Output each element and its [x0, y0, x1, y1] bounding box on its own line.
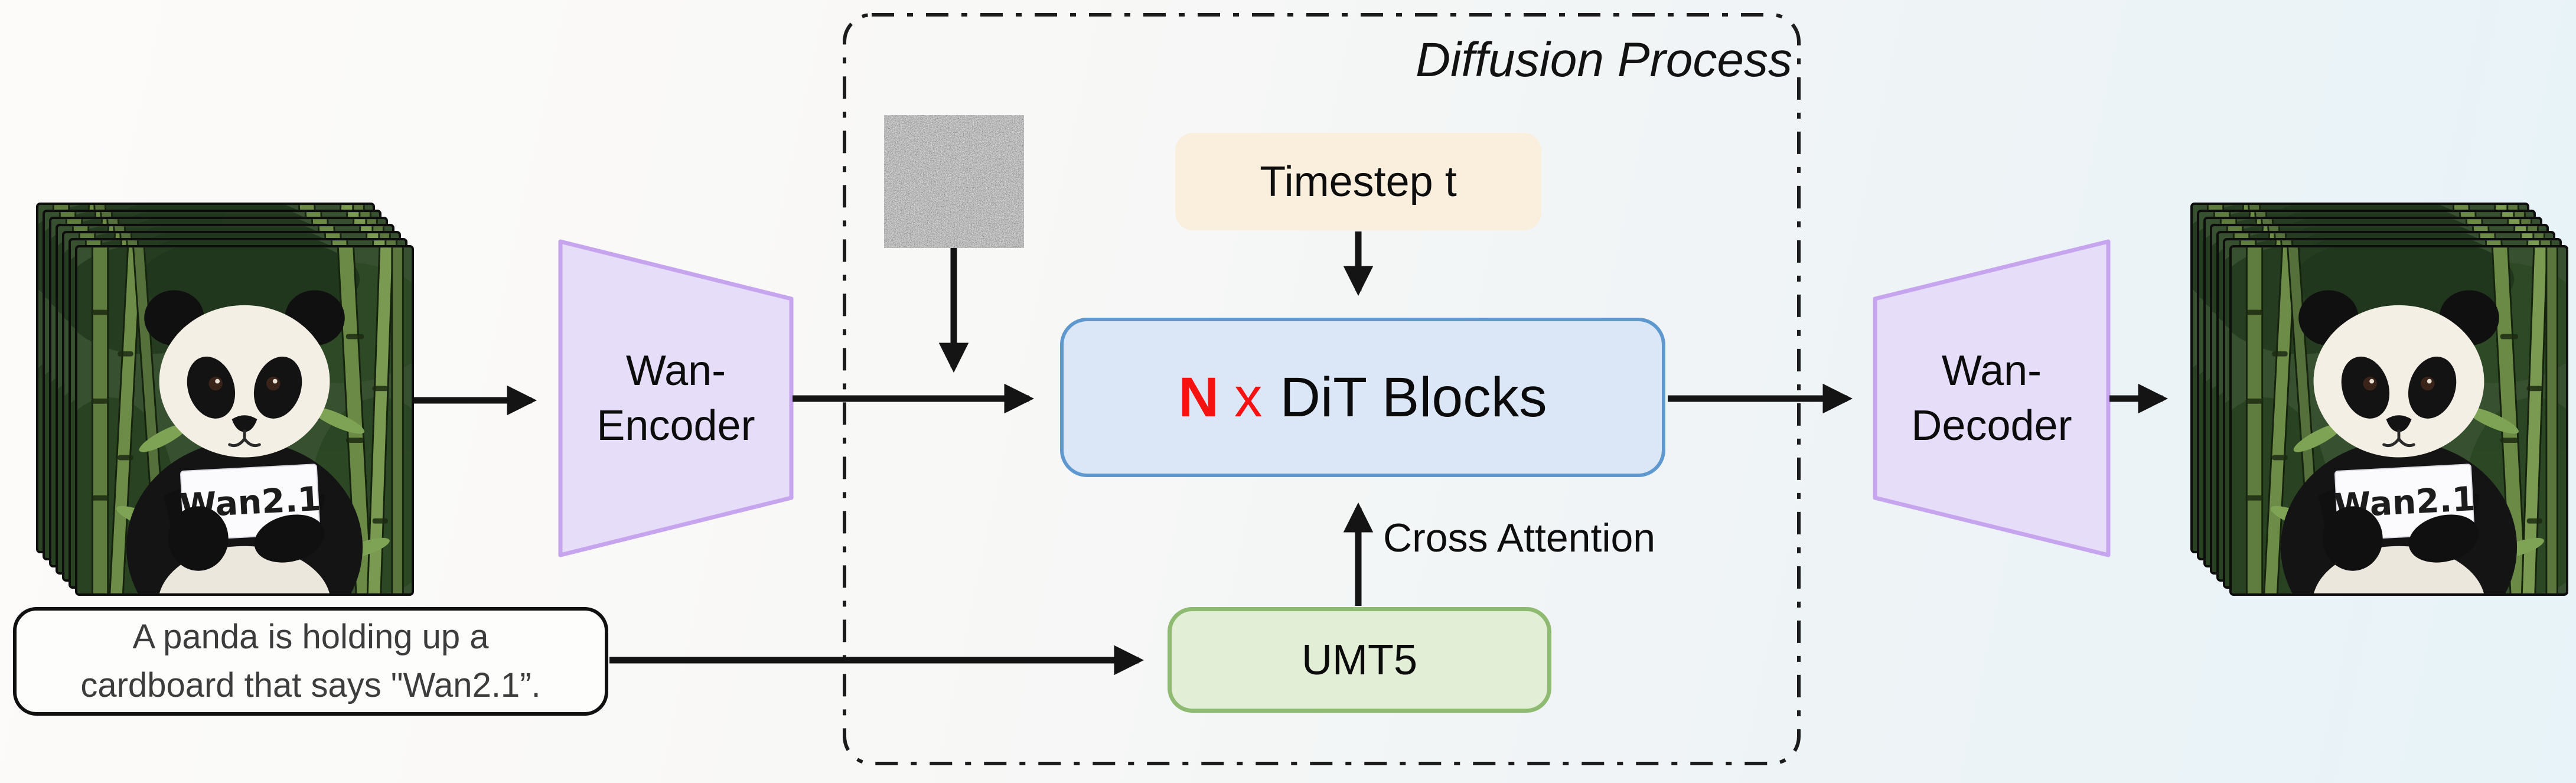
prompt-line-1: A panda is holding up a — [132, 617, 489, 656]
diffusion-process-region — [843, 13, 1801, 765]
timestep-node: Timestep t — [1175, 133, 1541, 230]
cross-attention-label: Cross Attention — [1383, 516, 1656, 560]
prompt-line-2: cardboard that says "Wan2.1”. — [80, 666, 541, 704]
timestep-label: Timestep t — [1260, 158, 1457, 205]
wan-decoder-label-line1: Wan- — [1941, 347, 2042, 395]
dit-blocks-node: N x DiT Blocks — [1060, 318, 1665, 477]
output-video-frames-stack — [2190, 203, 2576, 599]
dit-count: N — [1178, 366, 1219, 429]
wan-encoder-node: Wan- Encoder — [560, 242, 791, 555]
wan-encoder-label-line2: Encoder — [596, 402, 755, 449]
wan-encoder-label-line1: Wan- — [625, 347, 726, 395]
dit-label: DiT Blocks — [1280, 366, 1547, 429]
input-video-frames-stack — [36, 203, 453, 599]
prompt-text-box: A panda is holding up a cardboard that s… — [13, 607, 608, 716]
wan-encoder-trapezoid — [558, 239, 794, 557]
video-frame-front — [75, 245, 414, 596]
umt5-label: UMT5 — [1302, 636, 1417, 684]
video-frame-front — [2229, 245, 2568, 596]
umt5-node: UMT5 — [1168, 607, 1551, 713]
diffusion-process-title: Diffusion Process — [1415, 33, 1792, 87]
wan-decoder-node: Wan- Decoder — [1875, 242, 2108, 555]
dit-times: x — [1234, 366, 1263, 429]
noise-patch — [884, 115, 1024, 248]
wan-decoder-trapezoid — [1873, 239, 2111, 557]
wan-decoder-label-line2: Decoder — [1911, 402, 2072, 449]
